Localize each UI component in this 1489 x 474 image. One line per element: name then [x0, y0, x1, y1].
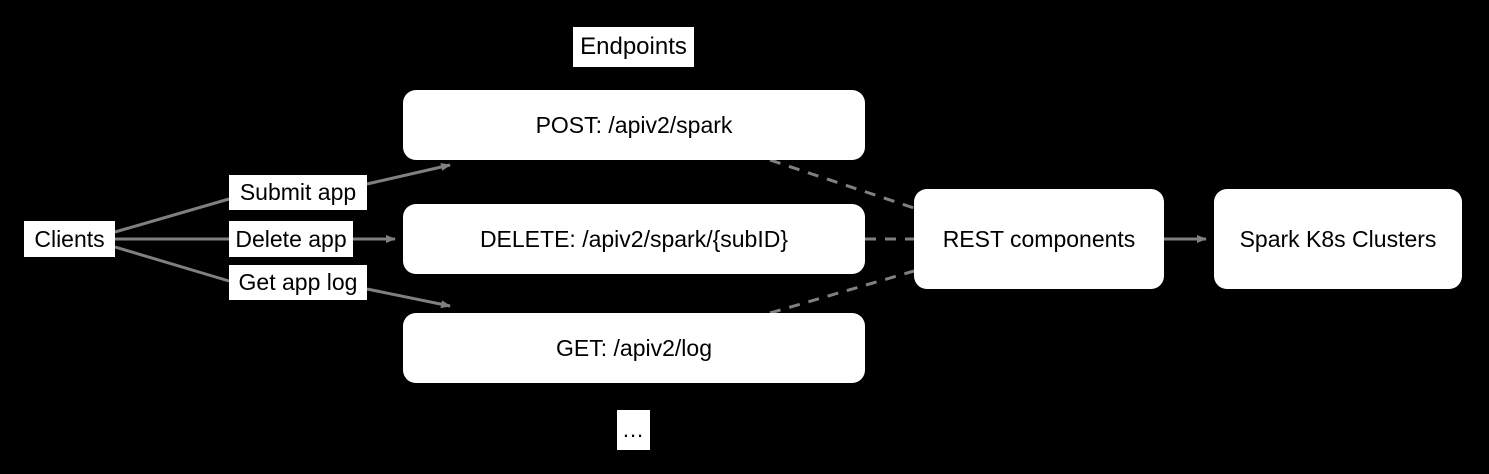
node-more-endpoints-label: ... [622, 417, 645, 443]
edge-label-submit-app-text: Submit app [239, 179, 357, 206]
node-rest-components-label: REST components [942, 225, 1136, 252]
node-more-endpoints: ... [617, 410, 650, 450]
endpoints-group-title: Endpoints [573, 27, 694, 67]
endpoints-group-title-label: Endpoints [580, 33, 687, 61]
edge-get-app-log-to-get-endpoint [366, 287, 451, 309]
node-post-spark-endpoint[interactable]: POST: /apiv2/spark [403, 90, 865, 160]
node-rest-components[interactable]: REST components [914, 189, 1164, 289]
node-get-log-endpoint-label: GET: /apiv2/log [556, 334, 712, 361]
edge-get-endpoint-to-rest-components [769, 269, 915, 315]
node-get-log-endpoint[interactable]: GET: /apiv2/log [403, 313, 865, 383]
edge-label-delete-app: Delete app [229, 221, 353, 257]
node-spark-k8s-clusters[interactable]: Spark K8s Clusters [1214, 189, 1462, 289]
node-clients-label: Clients [34, 225, 105, 252]
edge-clients-submit-app [114, 197, 230, 234]
edge-submit-app-to-post-endpoint [366, 163, 451, 186]
edge-label-get-app-log-text: Get app log [238, 269, 358, 296]
node-delete-spark-endpoint-label: DELETE: /apiv2/spark/{subID} [479, 225, 789, 252]
node-post-spark-endpoint-label: POST: /apiv2/spark [535, 111, 733, 138]
edge-label-get-app-log: Get app log [229, 265, 367, 300]
edge-label-submit-app: Submit app [229, 175, 367, 210]
node-spark-k8s-clusters-label: Spark K8s Clusters [1239, 225, 1437, 252]
node-clients[interactable]: Clients [24, 221, 115, 257]
edge-label-delete-app-text: Delete app [235, 225, 347, 252]
edge-clients-get-app-log [114, 245, 230, 283]
node-delete-spark-endpoint[interactable]: DELETE: /apiv2/spark/{subID} [403, 204, 865, 274]
edge-post-endpoint-to-rest-components [769, 158, 915, 210]
